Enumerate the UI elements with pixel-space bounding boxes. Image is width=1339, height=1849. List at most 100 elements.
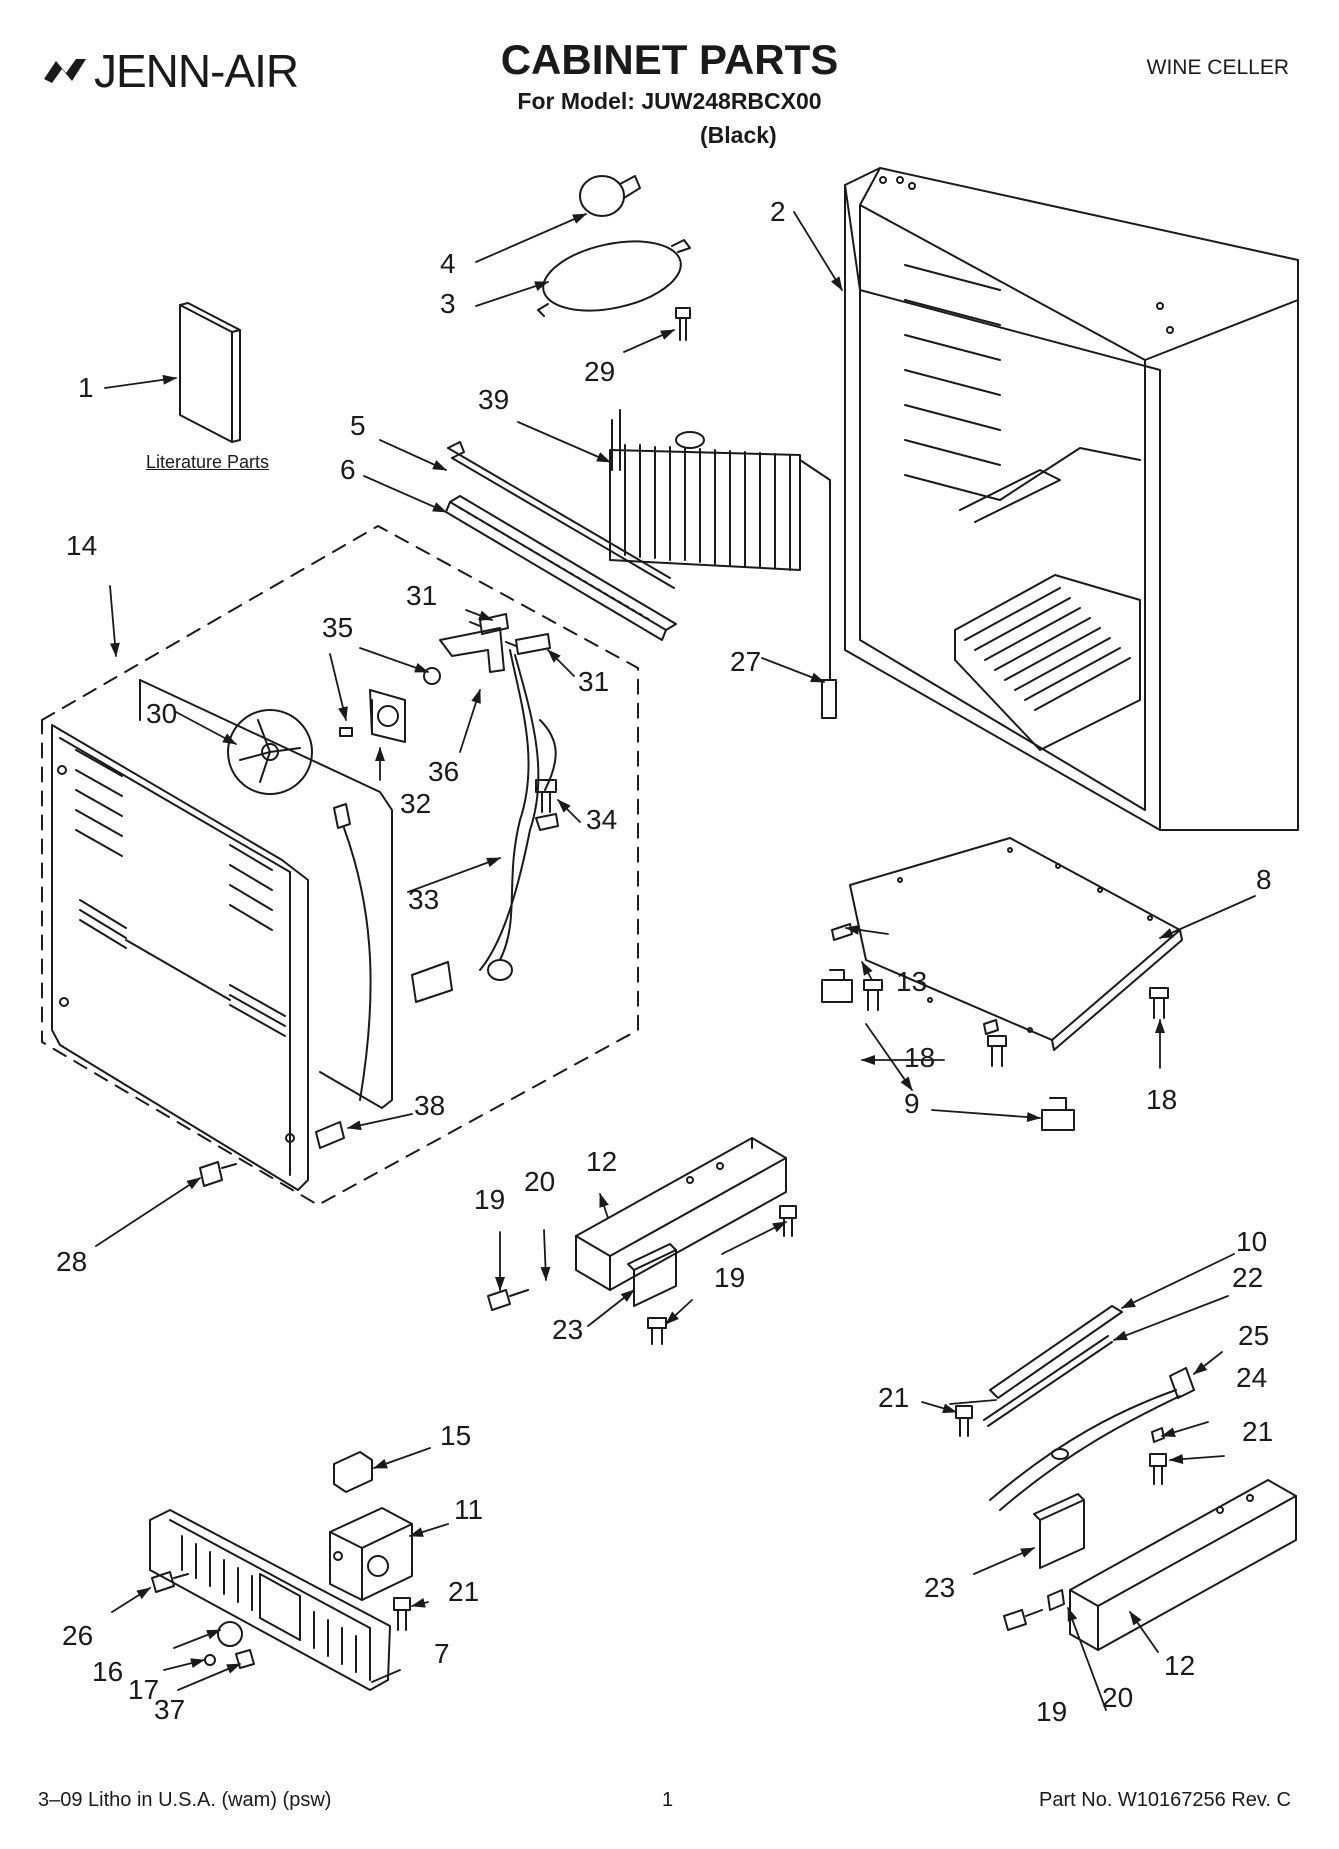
connector-15 <box>333 1451 373 1493</box>
callout-24: 24 <box>1236 1362 1268 1393</box>
evaporator-cover-panel <box>51 724 309 1191</box>
grommet-35 <box>423 667 441 685</box>
callout-26: 26 <box>62 1620 94 1651</box>
leader-arrows <box>95 211 1256 1711</box>
callout-1: 1 <box>78 372 94 403</box>
callout-3: 3 <box>440 288 456 319</box>
brand-logo: JENN-AIR <box>42 44 299 98</box>
appliance-type: WINE CELLER <box>1146 56 1289 79</box>
callout-21c: 21 <box>448 1576 480 1607</box>
assembly-outline-14 <box>41 525 639 1206</box>
clip-24 <box>1151 1427 1165 1443</box>
callout-34: 34 <box>586 804 618 835</box>
callout-29: 29 <box>584 356 616 387</box>
color-line: (Black) <box>700 122 777 148</box>
callout-13: 13 <box>896 966 928 997</box>
callout-31b: 31 <box>578 666 610 697</box>
rail-12-upper <box>575 1137 787 1291</box>
callout-20b: 20 <box>1102 1682 1134 1713</box>
callout-14: 14 <box>66 530 98 561</box>
screw-26 <box>151 1571 189 1593</box>
callout-36: 36 <box>428 756 460 787</box>
callout-27: 27 <box>730 646 762 677</box>
screw-29 <box>675 307 691 341</box>
callout-16: 16 <box>92 1656 124 1687</box>
callout-30: 30 <box>146 698 178 729</box>
screw-19-lower <box>1003 1609 1043 1631</box>
callout-35: 35 <box>322 612 354 643</box>
wire-harness <box>411 649 557 1003</box>
screw-28 <box>199 1161 237 1187</box>
rail-12-lower <box>1069 1479 1297 1651</box>
switch-housing-11 <box>329 1507 413 1601</box>
footer-litho: 3–09 Litho in U.S.A. (wam) (psw) <box>38 1789 332 1811</box>
footer-part-number: Part No. W10167256 Rev. C <box>1039 1789 1291 1811</box>
callout-8: 8 <box>1256 864 1272 895</box>
callout-22: 22 <box>1232 1262 1264 1293</box>
light-bulb <box>579 175 641 217</box>
gasket-22 <box>983 1335 1113 1427</box>
callout-4: 4 <box>440 248 456 279</box>
bottom-cover-plate <box>849 837 1183 1051</box>
callout-19b: 19 <box>714 1262 746 1293</box>
screws-19-upper <box>487 1205 797 1345</box>
bumper-16 <box>217 1621 243 1647</box>
screw-34 <box>535 779 559 831</box>
fan-motor <box>339 689 406 743</box>
literature-parts-label: Literature Parts <box>146 452 270 472</box>
callout-2: 2 <box>770 196 786 227</box>
callout-37: 37 <box>154 1694 186 1725</box>
callout-6: 6 <box>340 454 356 485</box>
callout-11: 11 <box>454 1494 484 1525</box>
callout-25: 25 <box>1238 1320 1270 1351</box>
callout-10: 10 <box>1236 1226 1268 1257</box>
callout-23b: 23 <box>924 1572 956 1603</box>
callout-12-upper: 12 <box>586 1146 618 1177</box>
fan-shroud-panel <box>139 679 393 1109</box>
bracket-23-lower <box>1033 1493 1085 1569</box>
kick-plate-7 <box>149 1509 391 1691</box>
jenn-air-emblem-icon <box>44 59 86 83</box>
callout-20a: 20 <box>524 1166 556 1197</box>
callout-21a: 21 <box>878 1382 910 1413</box>
connector-38 <box>315 803 372 1149</box>
callout-15: 15 <box>440 1420 472 1451</box>
callout-12-lower: 12 <box>1164 1650 1196 1681</box>
screws-31 <box>469 613 551 655</box>
callout-18b: 18 <box>1146 1084 1178 1115</box>
power-cord-25 <box>989 1367 1195 1511</box>
callout-33: 33 <box>408 884 440 915</box>
callout-5: 5 <box>350 410 366 441</box>
callout-39: 39 <box>478 384 510 415</box>
callout-18a: 18 <box>904 1042 936 1073</box>
callout-21b: 21 <box>1242 1416 1274 1447</box>
callout-19a: 19 <box>474 1184 506 1215</box>
screws-21-right <box>955 1405 1167 1485</box>
callout-38: 38 <box>414 1090 446 1121</box>
toe-grille-10 <box>989 1305 1123 1399</box>
clip-20-lower <box>1047 1589 1065 1611</box>
callout-19c: 19 <box>1036 1696 1068 1727</box>
callout-17: 17 <box>128 1674 160 1705</box>
light-shield <box>537 239 691 317</box>
screws-18 <box>863 979 1169 1067</box>
brand-name: JENN-AIR <box>94 45 299 97</box>
spring-17 <box>204 1654 216 1666</box>
heater-rod <box>447 441 675 589</box>
literature-booklet <box>179 302 241 443</box>
model-line: For Model: JUW248RBCX00 <box>517 88 822 114</box>
callout-7: 7 <box>434 1638 450 1669</box>
evaporator-coil <box>609 409 837 719</box>
leveling-legs-9 <box>821 969 1075 1131</box>
footer-page-number: 1 <box>662 1789 674 1811</box>
motor-bracket <box>439 627 505 673</box>
cabinet-liner <box>844 167 1299 831</box>
callout-28: 28 <box>56 1246 88 1277</box>
callout-32: 32 <box>400 788 432 819</box>
switch-37 <box>235 1649 255 1669</box>
page-title: CABINET PARTS <box>500 36 839 83</box>
callout-23a: 23 <box>552 1314 584 1345</box>
callout-31a: 31 <box>406 580 438 611</box>
screw-21-lower-left <box>393 1597 411 1631</box>
